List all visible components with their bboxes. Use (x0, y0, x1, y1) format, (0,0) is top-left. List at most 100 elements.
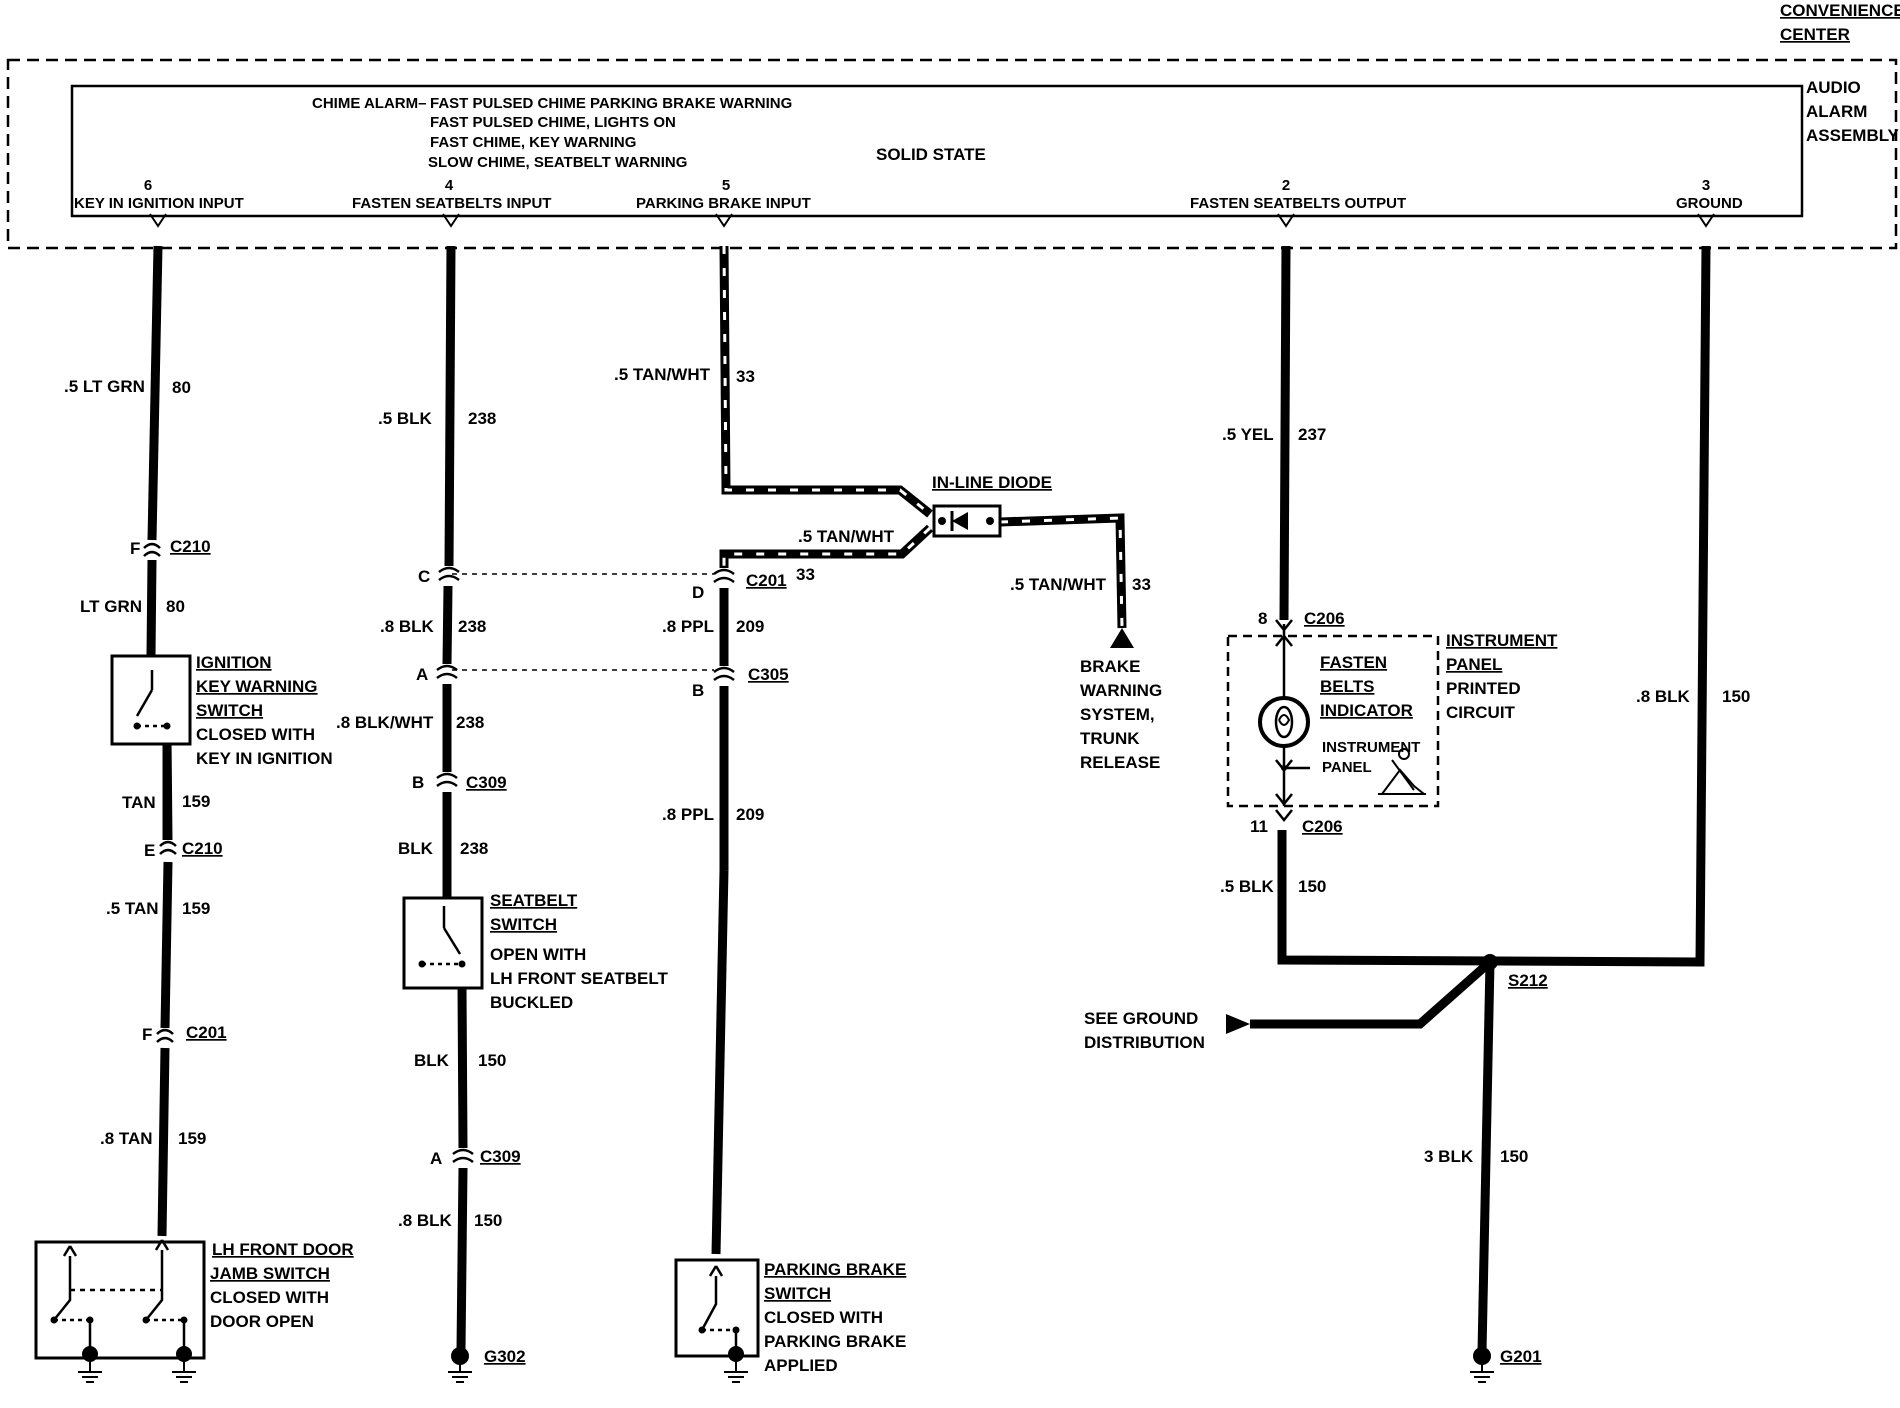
fasten-seatbelts-input-circuit (436, 245, 474, 1351)
connector-pin: A (416, 665, 428, 684)
parking-brake-switch-label: CLOSED WITH (764, 1308, 883, 1327)
wire-circuit-label: 238 (468, 409, 496, 428)
wire-color-label: 3 BLK (1424, 1147, 1474, 1166)
connector-pin: A (430, 1149, 442, 1168)
wire-color-label: BLK (398, 839, 434, 858)
lh-front-door-jamb-switch (34, 1240, 206, 1360)
seatbelt-switch-label: OPEN WITH (490, 945, 586, 964)
brake-system-label: SYSTEM, (1080, 705, 1155, 724)
assembly-label: AUDIO ALARM ASSEMBLY (1806, 78, 1900, 145)
brake-system-label: WARNING (1080, 681, 1162, 700)
diode-label: IN-LINE DIODE (932, 473, 1052, 492)
chime-line: FAST PULSED CHIME, LIGHTS ON (430, 114, 676, 131)
svg-text:ALARM: ALARM (1806, 102, 1867, 121)
pin-label: PARKING BRAKE INPUT (636, 195, 811, 212)
bulb-icon (1258, 696, 1310, 748)
ignition-key-warning-switch (110, 654, 192, 746)
wire-color-label: .5 BLK (1220, 877, 1275, 896)
wire-circuit-label: 238 (460, 839, 488, 858)
ground-label: G302 (484, 1347, 526, 1366)
switch-label: KEY WARNING (196, 677, 318, 696)
pin-label: KEY IN IGNITION INPUT (74, 195, 244, 212)
wire-circuit-label: 150 (474, 1211, 502, 1230)
ipc-label: PANEL (1446, 655, 1502, 674)
connector-pin: D (692, 583, 704, 602)
wire-circuit-label: 159 (182, 792, 210, 811)
instrument-panel-label: PANEL (1322, 759, 1372, 776)
door-switch-label: DOOR OPEN (210, 1312, 314, 1331)
wire-circuit-label: 33 (796, 565, 815, 584)
wire-circuit-label: 33 (736, 367, 755, 386)
wire-color-label: BLK (414, 1051, 450, 1070)
instrument-panel-printed-circuit-box (1226, 634, 1440, 808)
instrument-panel-label: INSTRUMENT (1322, 739, 1420, 756)
ipc-label: INSTRUMENT (1446, 631, 1558, 650)
wire-circuit-label: 159 (182, 899, 210, 918)
convenience-center-title: CONVENIENCE CENTER (1780, 1, 1900, 44)
wire-color-label: .5 TAN/WHT (798, 527, 895, 546)
see-ground-label: DISTRIBUTION (1084, 1033, 1205, 1052)
seatbelt-switch-label: SEATBELT (490, 891, 578, 910)
parking-brake-circuit (711, 245, 1127, 1255)
door-switch-label: LH FRONT DOOR (212, 1240, 354, 1259)
parking-brake-switch-label: PARKING BRAKE (764, 1260, 906, 1279)
ground-icon (448, 1347, 472, 1383)
wire-circuit-label: 150 (478, 1051, 506, 1070)
connector-name: C210 (182, 839, 223, 858)
connector-name: C206 (1304, 609, 1345, 628)
switch-contact-icon (418, 906, 466, 968)
brake-arrow-icon (1110, 628, 1134, 648)
wire-color-label: .5 TAN/WHT (1010, 575, 1107, 594)
wire-circuit-label: 209 (736, 805, 764, 824)
indicator-label: FASTEN (1320, 653, 1387, 672)
switch-contact-icon (133, 670, 171, 730)
switch-label: IGNITION (196, 653, 272, 672)
wire-circuit-label: 150 (1500, 1147, 1528, 1166)
solid-state-label: SOLID STATE (876, 145, 986, 164)
wire-circuit-label: 80 (172, 378, 191, 397)
pin-label: FASTEN SEATBELTS INPUT (352, 195, 551, 212)
connector-name: C210 (170, 537, 211, 556)
wire-color-label: TAN (122, 793, 156, 812)
wire-color-label: LT GRN (80, 597, 142, 616)
wire-color-label: .5 LT GRN (64, 377, 145, 396)
wire-circuit-label: 159 (178, 1129, 206, 1148)
door-switch-label: JAMB SWITCH (210, 1264, 330, 1283)
pin-number: 2 (1282, 177, 1290, 194)
pin-number: 6 (144, 177, 152, 194)
pin-chevrons (149, 213, 1715, 228)
door-switch-contacts-icon (50, 1239, 192, 1362)
parking-brake-switch-label: PARKING BRAKE (764, 1332, 906, 1351)
connector-name: C201 (746, 571, 787, 590)
brake-system-label: BRAKE (1080, 657, 1140, 676)
svg-text:CENTER: CENTER (1780, 25, 1850, 44)
ground-icon (78, 1362, 196, 1383)
indicator-label: BELTS (1320, 677, 1374, 696)
splice-s212 (1226, 954, 1498, 1353)
connector-pin: 8 (1258, 609, 1267, 628)
connector-pin: B (412, 773, 424, 792)
wire-color-label: .5 YEL (1222, 425, 1274, 444)
wire-circuit-label: 209 (736, 617, 764, 636)
connector-name: C206 (1302, 817, 1343, 836)
parking-brake-switch (674, 1258, 760, 1358)
pin-label: GROUND (1676, 195, 1743, 212)
wire-color-label: .8 BLK (398, 1211, 453, 1230)
pin-number: 5 (722, 177, 730, 194)
connector-pin: F (130, 539, 140, 558)
audio-alarm-assembly-box (70, 84, 1804, 218)
splice-label: S212 (1508, 971, 1548, 990)
svg-text:AUDIO: AUDIO (1806, 78, 1861, 97)
brake-system-label: RELEASE (1080, 753, 1160, 772)
connector-pin: B (692, 681, 704, 700)
indicator-label: INDICATOR (1320, 701, 1413, 720)
chime-line: FAST PULSED CHIME PARKING BRAKE WARNING (430, 95, 792, 112)
connector-name: C309 (480, 1147, 521, 1166)
seatbelt-switch-label: LH FRONT SEATBELT (490, 969, 668, 988)
seatbelt-switch-label: SWITCH (490, 915, 557, 934)
chime-alarm-label: CHIME ALARM– (312, 95, 426, 112)
svg-text:CONVENIENCE: CONVENIENCE (1780, 1, 1900, 20)
chime-line: FAST CHIME, KEY WARNING (430, 134, 636, 151)
wire-color-label: .8 BLK (1636, 687, 1691, 706)
